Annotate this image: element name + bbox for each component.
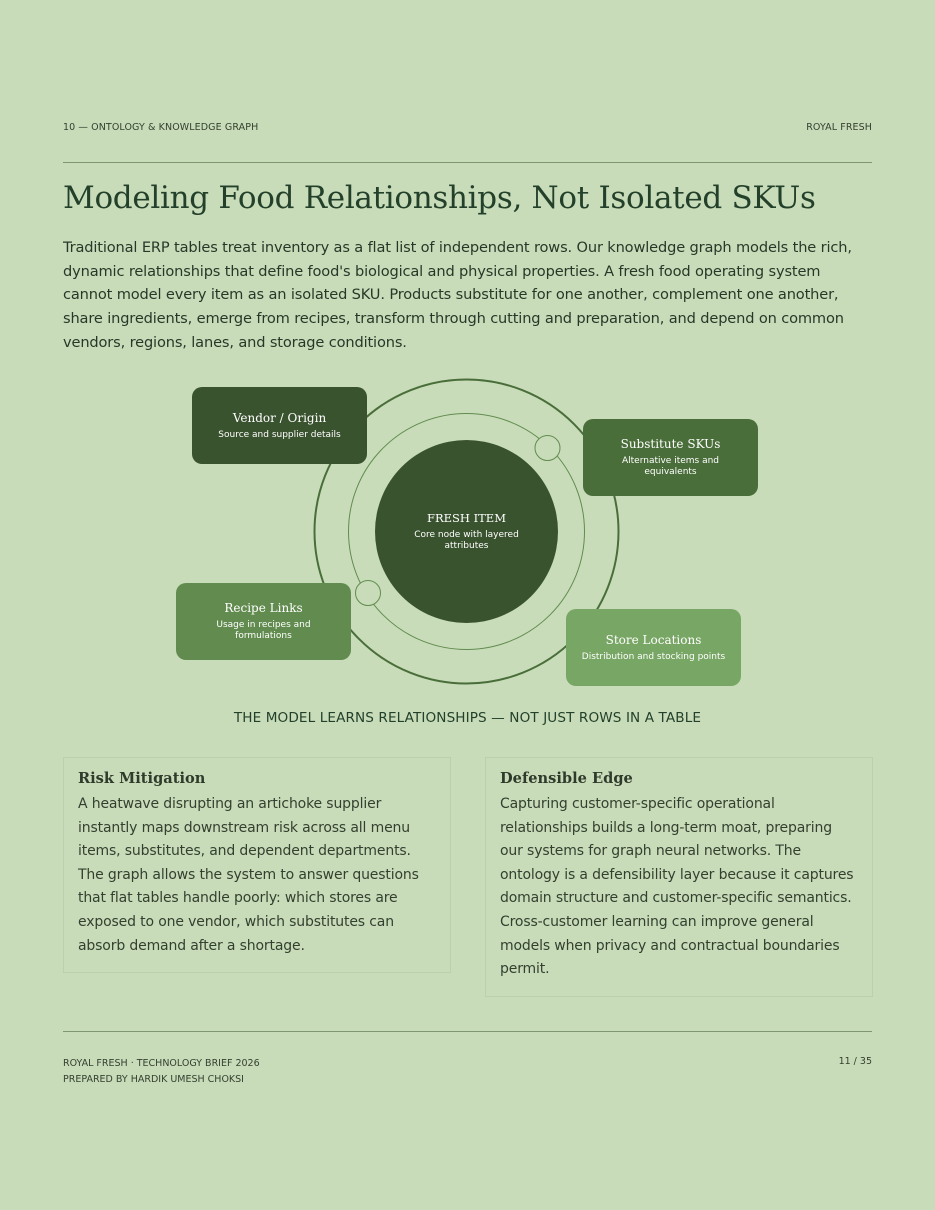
center-node-fresh-item: FRESH ITEM Core node with layered attrib… [375, 440, 558, 623]
footer-divider [63, 1031, 872, 1032]
brand-label: ROYAL FRESH [806, 122, 872, 133]
card-defensible-edge: Defensible Edge Capturing customer-speci… [485, 757, 873, 997]
inner-orbit [348, 413, 585, 650]
orbit-dot-bottom [355, 580, 381, 606]
node-subtitle: Distribution and stocking points [581, 651, 726, 662]
card-title: Risk Mitigation [78, 770, 206, 787]
center-node-subtitle: Core node with layered attributes [414, 530, 519, 551]
knowledge-graph-diagram: FRESH ITEM Core node with layered attrib… [0, 370, 935, 700]
node-vendor-origin: Vendor / Origin Source and supplier deta… [192, 387, 367, 464]
footer-line-2: PREPARED BY HARDIK UMESH CHOKSI [63, 1073, 244, 1085]
node-recipe-links: Recipe Links Usage in recipes and formul… [176, 583, 351, 660]
center-node-title: FRESH ITEM [427, 511, 506, 525]
node-title: Substitute SKUs [620, 437, 721, 451]
card-title: Defensible Edge [500, 770, 633, 787]
node-title: Recipe Links [224, 601, 303, 615]
node-substitute-skus: Substitute SKUs Alternative items and eq… [583, 419, 758, 496]
card-body: Capturing customer-specific operational … [500, 796, 854, 978]
orbit-rings [313, 378, 620, 685]
node-title: Vendor / Origin [232, 410, 327, 425]
header-divider [63, 162, 872, 163]
node-store-locations: Store Locations Distribution and stockin… [566, 609, 741, 686]
page-number: 11 / 35 [838, 1056, 872, 1067]
card-risk-mitigation: Risk Mitigation A heatwave disrupting an… [63, 757, 451, 974]
footer-line-1: ROYAL FRESH · TECHNOLOGY BRIEF 2026 [63, 1058, 260, 1069]
diagram-caption: THE MODEL LEARNS RELATIONSHIPS — NOT JUS… [233, 710, 702, 726]
card-body: A heatwave disrupting an artichoke suppl… [78, 796, 419, 954]
node-subtitle: Source and supplier details [218, 429, 341, 440]
orbit-dot-top [534, 435, 561, 461]
footer-credits: ROYAL FRESH · TECHNOLOGY BRIEF 2026 PREP… [63, 1056, 260, 1087]
section-label: 10 — ONTOLOGY & KNOWLEDGE GRAPH [63, 122, 259, 133]
outer-orbit [313, 378, 620, 685]
node-title: Store Locations [605, 632, 702, 647]
intro-paragraph: Traditional ERP tables treat inventory a… [63, 239, 852, 351]
node-subtitle: Alternative items and equivalents [621, 456, 720, 477]
node-subtitle: Usage in recipes and formulations [216, 620, 311, 641]
page-title: Modeling Food Relationships, Not Isolate… [63, 180, 816, 216]
